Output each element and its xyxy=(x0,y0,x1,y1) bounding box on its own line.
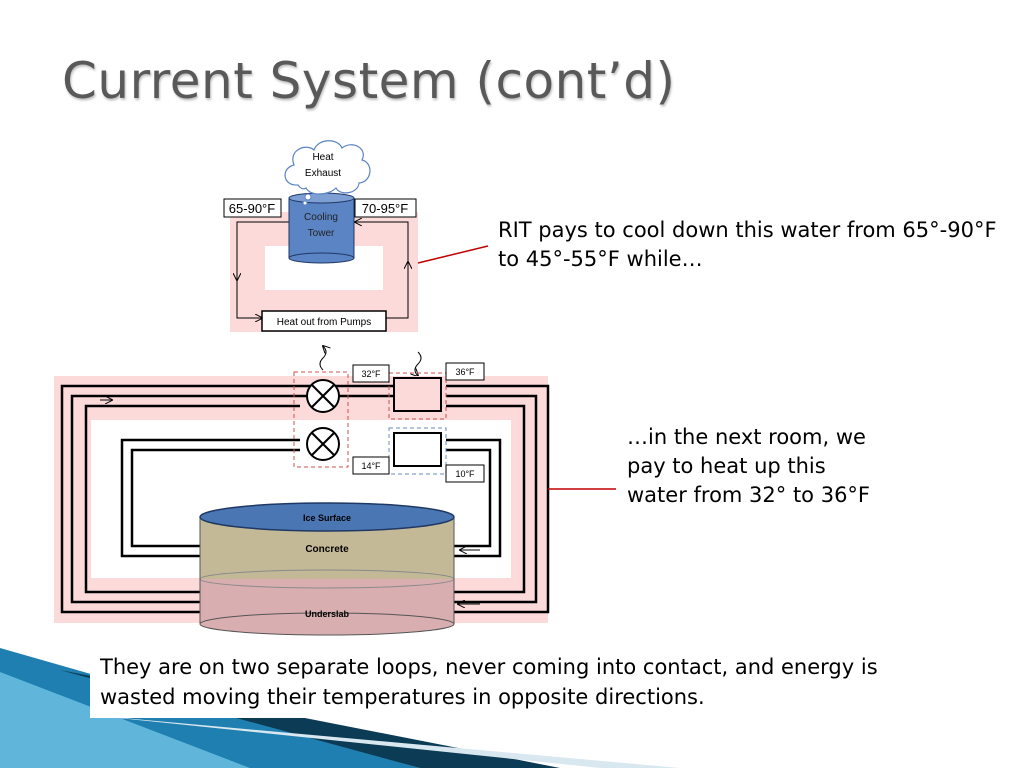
label-36: 36°F xyxy=(455,367,475,377)
temp-left-box xyxy=(223,198,282,218)
chiller-box xyxy=(393,432,442,467)
callout-heating-cost: …in the next room, we pay to heat up thi… xyxy=(627,425,871,507)
label-36-box xyxy=(445,362,485,381)
label-14: 14°F xyxy=(361,461,381,471)
pump-upper xyxy=(306,379,340,413)
concrete-label: Concrete xyxy=(305,544,349,555)
underslab-label: Underslab xyxy=(305,609,350,619)
callout-top-connector xyxy=(417,245,489,264)
pump-dashed-region xyxy=(293,371,349,468)
temp-right-box xyxy=(354,198,417,218)
heat-exhaust-cloud: Heat Exhaust xyxy=(284,140,371,206)
ice-surface-label: Ice Surface xyxy=(303,513,351,523)
callout-cooling-cost: RIT pays to cool down this water from 65… xyxy=(498,218,997,271)
slide-title: Current System (cont’d) xyxy=(62,52,676,110)
cooling-loop: 65-90°F 70-95°F Heat out from Pumps Cool… xyxy=(223,140,418,332)
heater-dashed-region xyxy=(388,372,447,420)
label-10-box xyxy=(445,464,485,483)
temp-left-label: 65-90°F xyxy=(229,201,275,216)
rink-cross-section: Ice Surface Concrete Underslab xyxy=(199,502,455,636)
label-32-box xyxy=(352,364,390,383)
summary-note: They are on two separate loops, never co… xyxy=(90,650,952,718)
heat-out-box xyxy=(261,310,387,332)
temp-right-label: 70-95°F xyxy=(362,201,408,216)
label-14-box xyxy=(352,456,390,475)
cloud-label-line2: Exhaust xyxy=(305,168,341,179)
tower-label-line1: Cooling xyxy=(304,212,338,223)
label-10: 10°F xyxy=(455,469,475,479)
tower-label-line2: Tower xyxy=(308,228,335,239)
cloud-label-line1: Heat xyxy=(312,152,333,163)
heater-box xyxy=(393,377,442,412)
heat-out-label: Heat out from Pumps xyxy=(277,317,371,328)
pump-lower xyxy=(306,427,340,461)
cooling-tower: Cooling Tower xyxy=(288,192,355,264)
chiller-dashed-region xyxy=(388,427,447,475)
label-32: 32°F xyxy=(361,369,381,379)
